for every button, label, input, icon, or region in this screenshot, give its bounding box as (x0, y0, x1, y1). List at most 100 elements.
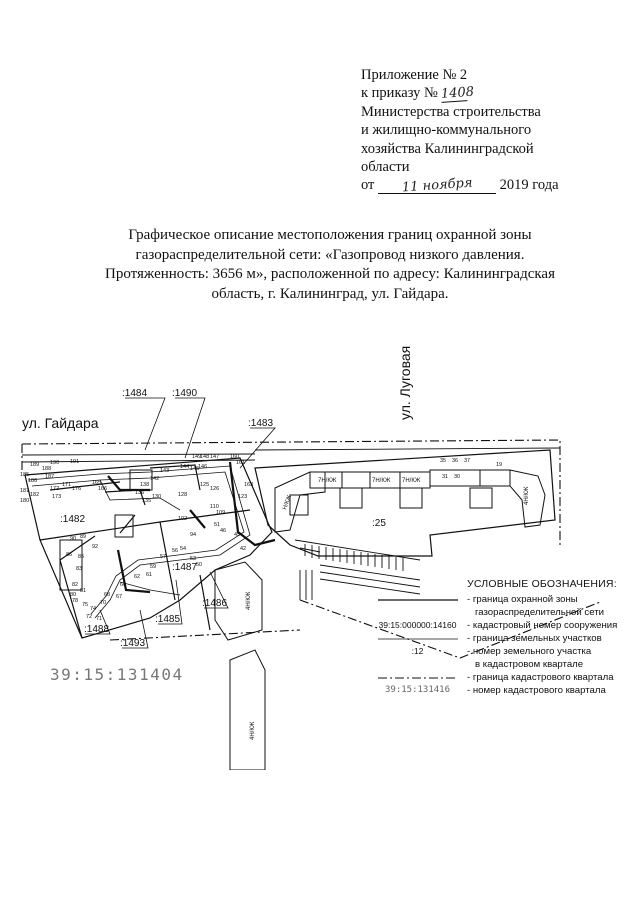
point-number: 147 (210, 454, 219, 460)
document-title: Графическое описание местоположения гран… (105, 227, 555, 302)
point-number: 68 (104, 592, 110, 598)
point-number: 61 (146, 572, 152, 578)
svg-text:Н/КЖ: Н/КЖ (282, 494, 293, 511)
point-number: 19 (496, 462, 502, 468)
point-number: 189 (30, 462, 39, 468)
point-number: 31 (442, 474, 448, 480)
street-lugovaya: ул. Луговая (397, 346, 413, 420)
point-number: 172 (50, 486, 59, 492)
point-number: 80 (70, 592, 76, 598)
point-number: 187 (45, 474, 54, 480)
point-number: 143 (160, 468, 169, 474)
point-number: 190 (50, 460, 59, 466)
point-number: 50 (196, 562, 202, 568)
point-number: 89 (80, 534, 86, 540)
point-number: 56 (172, 548, 178, 554)
point-number: 176 (72, 486, 81, 492)
point-number: 92 (92, 544, 98, 550)
legend-item-land-boundary: - граница земельных участков (377, 633, 602, 644)
svg-text::1485: :1485 (155, 614, 180, 625)
svg-text::1486: :1486 (202, 598, 227, 609)
svg-text::1493: :1493 (120, 638, 145, 649)
legend-item-cadastral-number: 39:15:000000:14160 - кадастровый номер с… (378, 620, 618, 631)
point-number: 57 (160, 554, 166, 560)
point-number: 67 (116, 594, 122, 600)
point-number: 188 (42, 466, 51, 472)
point-number: 36 (452, 458, 458, 464)
point-number: 130 (152, 494, 161, 500)
point-number: 71 (96, 616, 102, 622)
svg-text::1487: :1487 (172, 562, 197, 573)
svg-text::25: :25 (372, 518, 386, 529)
point-number: 185 (20, 472, 29, 478)
right-buildings (274, 469, 546, 533)
point-number: 125 (200, 482, 209, 488)
point-number: 160 (230, 454, 239, 460)
street-gaidara: ул. Гайдара (22, 415, 99, 431)
point-number: 149 (192, 454, 201, 460)
point-number: 186 (28, 478, 37, 484)
point-number: 45 (234, 532, 240, 538)
point-number: 53 (190, 556, 196, 562)
point-number: 81 (80, 588, 86, 594)
quarter-number: 39:15:131404 (50, 665, 184, 684)
svg-text::1482: :1482 (60, 514, 85, 525)
svg-text:4Н/КЖ: 4Н/КЖ (524, 486, 530, 505)
point-number: 146 (198, 464, 207, 470)
point-number: 42 (240, 546, 246, 552)
gas-pipeline (107, 461, 276, 594)
point-number: 75 (82, 602, 88, 608)
point-number: 142 (150, 476, 159, 482)
point-number: 182 (30, 492, 39, 498)
legend-item-gas-zone: - граница охранной зоны (377, 594, 578, 605)
parcel-boundaries (24, 457, 273, 639)
legend: УСЛОВНЫЕ ОБОЗНАЧЕНИЯ: - граница охранной… (370, 578, 632, 698)
cadastral-map: ул. Гайдара ул. Луговая :1484 :1490 :148… (20, 346, 601, 770)
street-lines (21, 447, 561, 463)
svg-text:4Н/КЖ: 4Н/КЖ (246, 591, 252, 610)
point-number: 148 (200, 454, 209, 460)
point-number: 161 (236, 460, 245, 466)
point-number: 70 (100, 600, 106, 606)
building-marks: Н/КЖ 7Н/КЖ 7Н/КЖ 7Н/КЖ 4Н/КЖ 4Н/КЖ 4Н/КЖ (246, 478, 530, 740)
svg-text::1483: :1483 (248, 418, 273, 429)
legend-title: УСЛОВНЫЕ ОБОЗНАЧЕНИЯ: (467, 578, 617, 590)
point-number: 74 (90, 606, 96, 612)
quarter-boundary (21, 439, 601, 659)
ministry-line-3: хозяйства Калининградской (361, 140, 534, 157)
point-number: 110 (210, 504, 219, 510)
point-number: 135 (142, 498, 151, 504)
point-number: 171 (62, 482, 71, 488)
point-number: 90 (70, 536, 76, 542)
point-number: 82 (72, 582, 78, 588)
point-number: 181 (20, 488, 29, 494)
svg-text:7Н/КЖ: 7Н/КЖ (402, 478, 421, 484)
point-number: 94 (190, 532, 196, 538)
svg-text:7Н/КЖ: 7Н/КЖ (372, 478, 391, 484)
point-number: 66 (120, 582, 126, 588)
point-number: 165 (92, 480, 101, 486)
point-number: 85 (78, 554, 84, 560)
point-number: 30 (454, 474, 460, 480)
point-number: 62 (134, 574, 140, 580)
point-number: 54 (180, 546, 186, 552)
point-number: 145 (190, 466, 199, 472)
svg-text::1490: :1490 (172, 388, 197, 399)
point-number: 86 (66, 552, 72, 558)
parcel-25 (254, 449, 556, 557)
appendix-title: Приложение № 2 (361, 67, 468, 83)
ministry-line-2: и жилищно-коммунального (361, 122, 532, 139)
legend-item-quarter-boundary: - граница кадастрового квартала (377, 672, 614, 683)
leader-lines (85, 397, 276, 649)
point-number: 126 (210, 486, 219, 492)
point-number: 163 (244, 482, 253, 488)
point-number: 166 (98, 486, 107, 492)
point-number: 180 (20, 498, 29, 504)
point-number: 102 (178, 516, 187, 522)
ministry-line-1: Министерства строительства (361, 103, 541, 120)
svg-text::1488: :1488 (84, 624, 109, 635)
ministry-line-4: области (361, 159, 410, 176)
point-number: 46 (220, 528, 226, 534)
order-line: к приказу № 1408 (361, 85, 475, 104)
